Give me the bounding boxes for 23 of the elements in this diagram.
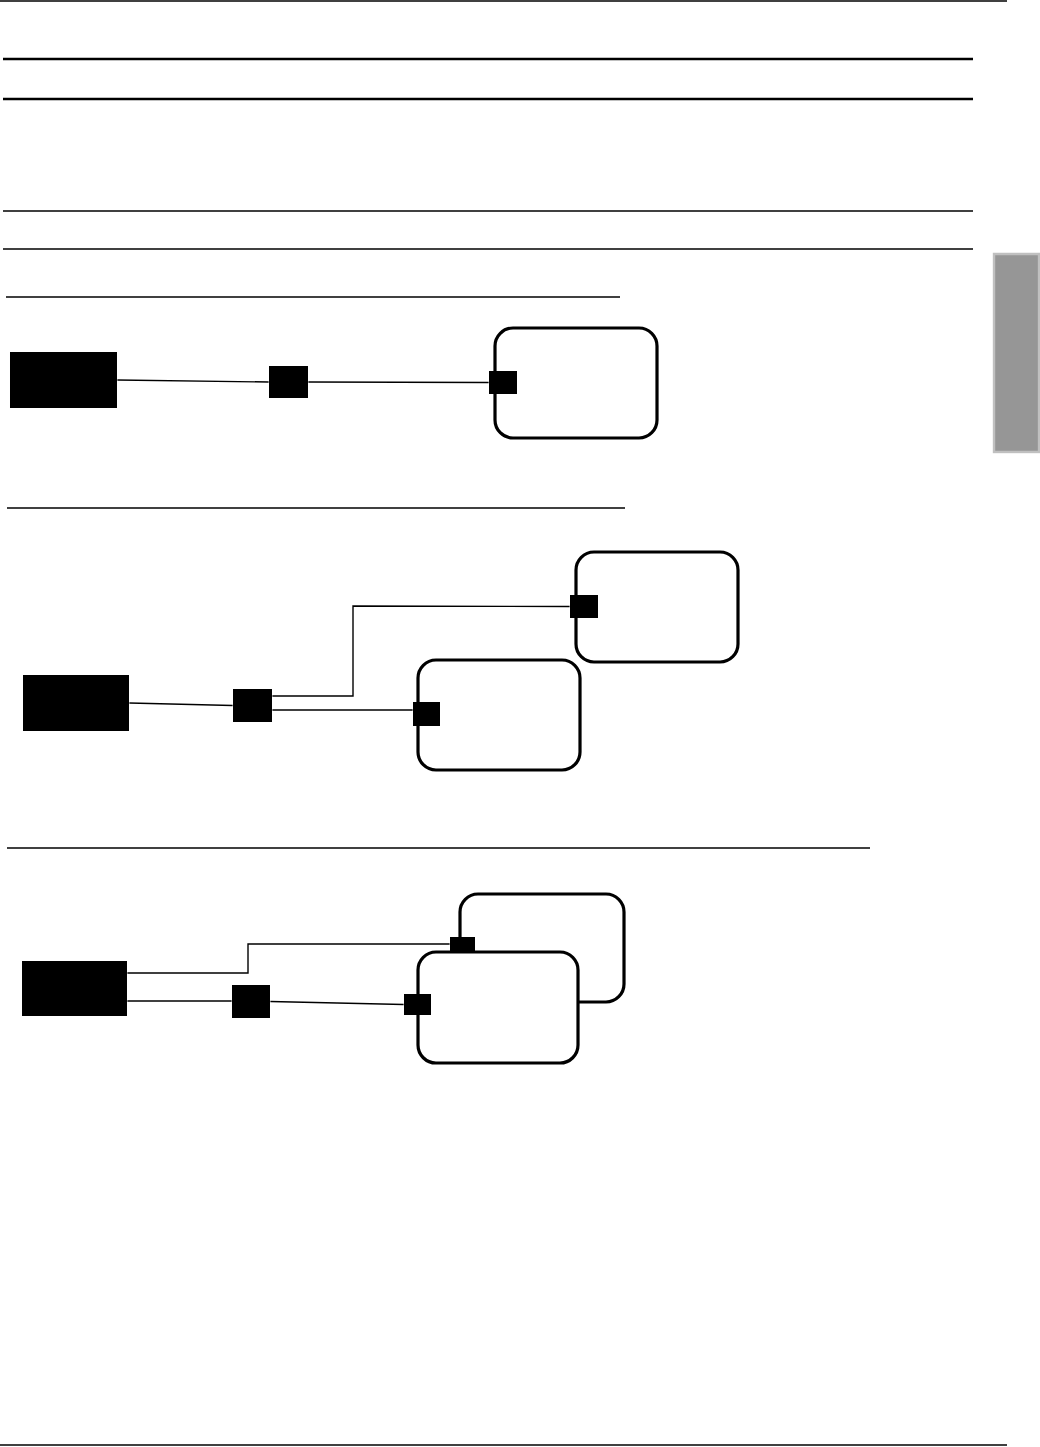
connector-line <box>269 1000 405 1006</box>
rounded-box <box>574 550 740 664</box>
block <box>404 994 431 1015</box>
connector-line <box>271 709 414 711</box>
block <box>22 961 127 1016</box>
block <box>413 702 440 726</box>
block <box>269 366 308 398</box>
block <box>10 352 117 408</box>
rounded-box <box>493 326 659 440</box>
rounded-box <box>416 658 582 772</box>
connector-line <box>126 943 451 974</box>
connector-line <box>128 702 234 707</box>
block <box>450 937 475 951</box>
connector-line <box>271 605 571 697</box>
connector-line <box>116 379 270 383</box>
block <box>23 675 129 731</box>
block <box>489 371 517 394</box>
block <box>232 985 270 1018</box>
block <box>233 689 272 722</box>
rounded-box <box>416 950 580 1065</box>
connector-line <box>126 1000 233 1002</box>
connector-line <box>307 381 490 384</box>
block <box>570 595 598 618</box>
